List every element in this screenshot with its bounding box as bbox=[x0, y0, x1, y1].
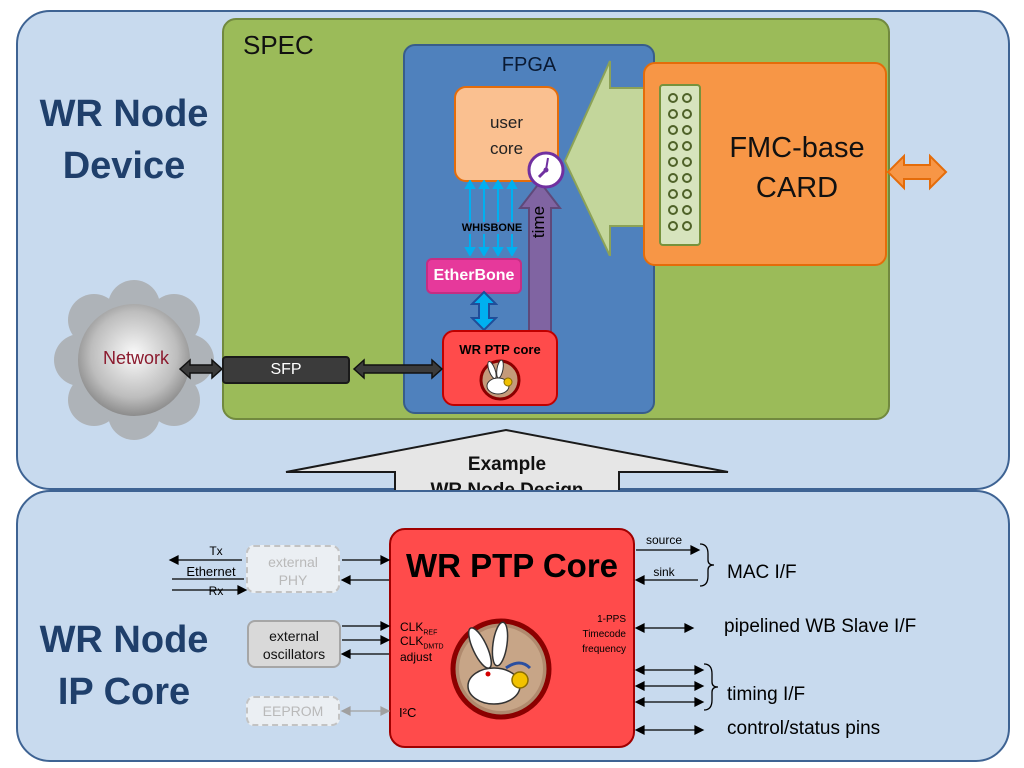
rx-label: Rx bbox=[208, 584, 224, 598]
fmc-data-arrow bbox=[563, 60, 660, 256]
fmc-label-line1: FMC-base bbox=[729, 132, 865, 164]
whisbone-label: WHISBONE bbox=[450, 222, 534, 234]
clk-dmtd-sub: DMTD bbox=[423, 643, 444, 651]
ip-core-title-line1: WR Node bbox=[39, 619, 209, 661]
etherbone-block: EtherBone bbox=[426, 258, 522, 294]
clock-icon bbox=[527, 151, 565, 189]
external-phy-box: external PHY bbox=[246, 545, 340, 593]
network-label: Network bbox=[102, 348, 169, 368]
clk-dmtd-text: CLK bbox=[400, 634, 424, 648]
white-rabbit-logo-icon bbox=[450, 618, 552, 720]
wb-slave-if-label: pipelined WB Slave I/F bbox=[724, 616, 917, 637]
time-arrow bbox=[518, 180, 563, 332]
fmc-label-line2: CARD bbox=[755, 172, 839, 204]
ext-osc-line1: external bbox=[269, 628, 319, 644]
time-label: time bbox=[529, 205, 548, 239]
white-rabbit-logo-small-icon bbox=[479, 359, 521, 401]
example-line1: Example bbox=[467, 454, 547, 475]
ext-osc-line2: oscillators bbox=[262, 646, 326, 662]
control-status-label: control/status pins bbox=[727, 718, 881, 739]
pps-label: 1-PPS bbox=[597, 614, 626, 625]
user-core-line2: core bbox=[489, 139, 524, 158]
eeprom-box: EEPROM bbox=[246, 696, 340, 726]
wr-node-device-title-line2: Device bbox=[62, 145, 186, 187]
clk-ref-text: CLK bbox=[400, 620, 424, 634]
network-sfp-arrow bbox=[178, 358, 224, 380]
etherbone-to-ptp-arrow bbox=[470, 290, 498, 332]
wr-node-device-title: WR Node Device bbox=[18, 88, 230, 192]
connector-pins-icon bbox=[668, 93, 692, 231]
spec-label: SPEC bbox=[243, 30, 314, 60]
left-io-wires bbox=[168, 555, 391, 716]
wr-node-device-title-line1: WR Node bbox=[39, 93, 209, 135]
external-phy-line2: PHY bbox=[278, 572, 308, 588]
sfp-ptp-arrow bbox=[352, 358, 444, 380]
fmc-connector bbox=[659, 84, 701, 246]
fmc-card-label: FMC-base CARD bbox=[712, 128, 882, 208]
mac-if-label: MAC I/F bbox=[727, 562, 797, 583]
user-core-line1: user bbox=[489, 113, 524, 132]
right-io-wires bbox=[634, 543, 719, 735]
external-phy-line1: external bbox=[268, 554, 318, 570]
whisbone-bus-arrows bbox=[464, 180, 518, 256]
ip-core-title-line2: IP Core bbox=[57, 671, 191, 713]
clk-dmtd-label: CLKDMTD bbox=[400, 634, 444, 650]
i2c-label: I²C bbox=[399, 705, 417, 720]
timing-if-label: timing I/F bbox=[727, 684, 806, 705]
timecode-label: Timecode bbox=[582, 629, 626, 640]
network-cloud-icon bbox=[54, 280, 214, 440]
sink-label: sink bbox=[653, 565, 675, 579]
clk-ref-label: CLKREF bbox=[400, 620, 437, 636]
wr-ptp-core-label: WR PTP core bbox=[459, 342, 541, 357]
wr-node-ip-core-title: WR Node IP Core bbox=[18, 614, 230, 718]
fmc-io-arrow-icon bbox=[886, 153, 948, 191]
ethernet-label: Ethernet bbox=[186, 564, 236, 579]
frequency-label: frequency bbox=[582, 644, 626, 655]
source-label: source bbox=[645, 533, 683, 547]
adjust-label: adjust bbox=[400, 650, 433, 664]
clk-ref-sub: REF bbox=[423, 629, 438, 637]
fpga-label: FPGA bbox=[501, 54, 557, 76]
external-oscillators-box: external oscillators bbox=[247, 620, 341, 668]
sfp-module: SFP bbox=[222, 356, 350, 384]
tx-label: Tx bbox=[209, 544, 223, 558]
wr-ptp-core-title: WR PTP Core bbox=[405, 547, 619, 584]
